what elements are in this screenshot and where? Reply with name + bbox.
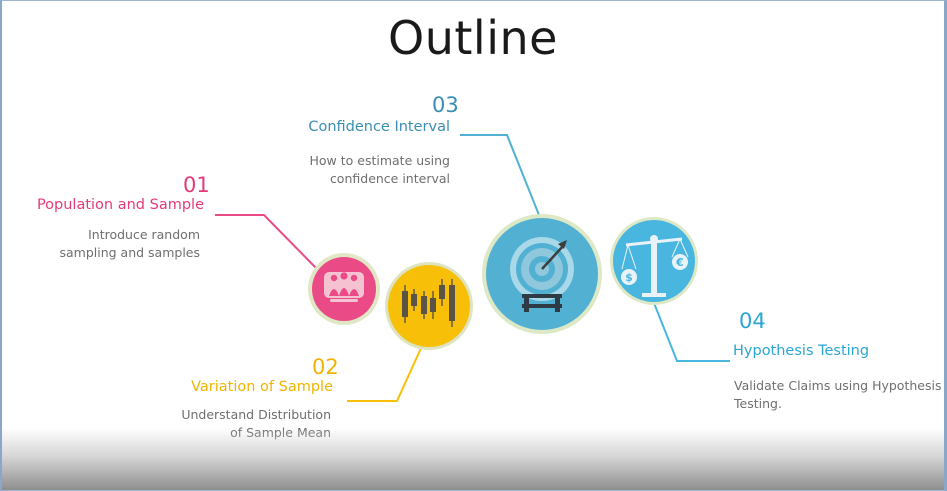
connector-04: [653, 302, 730, 362]
people-group-icon: [308, 253, 380, 325]
item-01-heading: Population and Sample: [36, 197, 204, 213]
svg-text:$: $: [625, 271, 633, 284]
item-04-description-line-2: Testing.: [734, 396, 782, 411]
item-03-heading: Confidence Interval: [308, 119, 450, 135]
candlestick-chart-icon: [385, 262, 473, 350]
item-03-description-line-1: How to estimate using: [309, 153, 450, 168]
item-04-description: Validate Claims using Hypothesis Testing…: [734, 377, 941, 413]
item-04-description-line-1: Validate Claims using Hypothesis: [734, 378, 942, 393]
item-02-description-line-1: Understand Distribution: [181, 407, 331, 422]
item-04-number: 04: [739, 309, 766, 333]
item-03-description-line-2: confidence interval: [329, 171, 450, 186]
item-02-heading: Variation of Sample: [191, 379, 333, 395]
page-title: Outline: [388, 11, 558, 65]
svg-text:€: €: [675, 256, 684, 269]
connector-03: [460, 134, 540, 216]
item-03-number: 03: [432, 93, 459, 117]
connector-01: [215, 214, 318, 270]
target-icon: [482, 214, 602, 334]
item-02-number: 02: [312, 355, 339, 379]
item-01-number: 01: [183, 173, 210, 197]
item-01-description-line-1: Introduce random: [88, 227, 200, 242]
connector-02: [347, 345, 423, 402]
item-03-description: How to estimate using confidence interva…: [309, 152, 450, 188]
balance-scale-icon: $ €: [610, 217, 698, 305]
item-01-description-line-2: sampling and samples: [59, 245, 200, 260]
item-04-heading: Hypothesis Testing: [733, 343, 870, 359]
item-01-description: Introduce random sampling and samples: [59, 226, 200, 262]
bottom-shadow: [2, 428, 944, 490]
